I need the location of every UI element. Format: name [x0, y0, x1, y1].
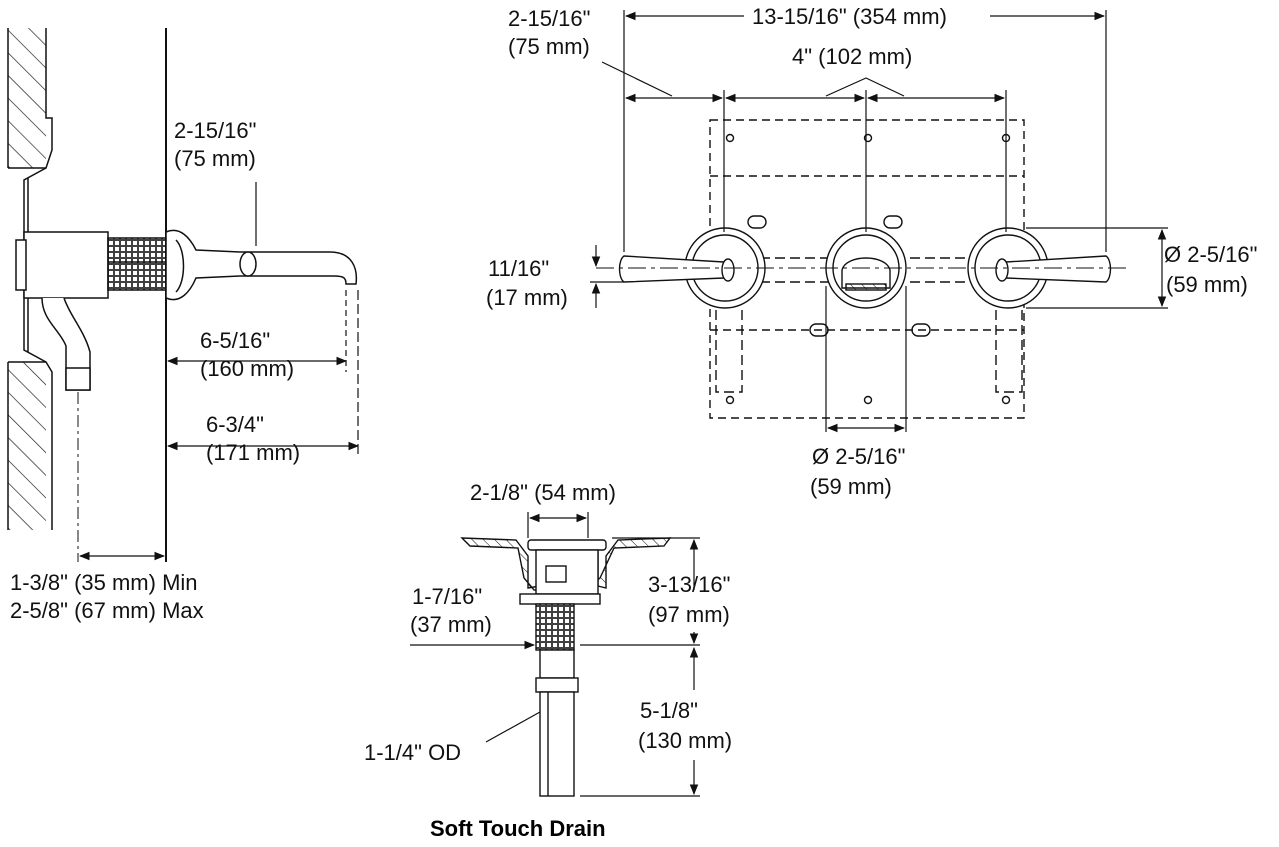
escutcheon-diameter-right-line1: Ø 2-5/16" — [1164, 242, 1258, 267]
drain-body — [535, 549, 599, 595]
drain-flange-width-dim: 2-1/8" (54 mm) — [470, 480, 616, 505]
escutcheon-diameter-bottom-line2: (59 mm) — [810, 474, 892, 499]
drain-body-width-line1: 1-7/16" — [412, 584, 483, 609]
overall-width-dim: 13-15/16" (354 mm) — [752, 4, 947, 29]
side-spout-offset-dim-line1: 2-15/16" — [174, 118, 257, 143]
drain-upper-height-line2: (97 mm) — [648, 602, 730, 627]
wall-section-upper — [7, 28, 53, 169]
side-spout-offset-dim-line2: (75 mm) — [174, 146, 256, 171]
spout-reach-long-line1: 6-3/4" — [206, 412, 264, 437]
handle-spacing-dim: 4" (102 mm) — [792, 44, 913, 69]
wall-thickness-min: 1-3/8" (35 mm) Min — [10, 570, 198, 595]
drain-body-width-line2: (37 mm) — [410, 612, 492, 637]
side-view — [7, 28, 358, 562]
wall-section-lower — [7, 361, 53, 530]
drain-dimension-lines — [410, 512, 700, 797]
drain-upper-height-line1: 3-13/16" — [648, 572, 731, 597]
drain-tailpiece-od: 1-1/4" OD — [364, 740, 462, 765]
escutcheon-diameter-bottom-line1: Ø 2-5/16" — [812, 444, 906, 469]
spout-reach-long-line2: (171 mm) — [206, 440, 301, 465]
drain-thread — [535, 603, 575, 651]
spout — [165, 229, 358, 301]
side-view-dimension-lines — [78, 182, 360, 561]
drain-caption: Soft Touch Drain — [430, 816, 606, 841]
valve-body — [23, 231, 109, 299]
front-view-dimension-lines — [590, 10, 1168, 433]
valve-cartridge — [107, 237, 167, 291]
drain-tailpiece-length-line1: 5-1/8" — [640, 698, 698, 723]
escutcheon-diameter-right-line2: (59 mm) — [1166, 272, 1248, 297]
handle-thickness-line2: (17 mm) — [486, 285, 568, 310]
drain-nut — [519, 593, 601, 605]
wall-thickness-max: 2-5/8" (67 mm) Max — [10, 598, 204, 623]
front-view — [618, 119, 1112, 419]
handle-thickness-line1: 11/16" — [488, 256, 550, 281]
drain-tailpiece-length-line2: (130 mm) — [638, 728, 733, 753]
front-spout-offset-dim-line2: (75 mm) — [508, 34, 590, 59]
spout-reach-short-line1: 6-5/16" — [200, 328, 271, 353]
spout-reach-short-line2: (160 mm) — [200, 356, 295, 381]
drain-view — [460, 537, 672, 797]
front-spout-offset-dim-line1: 2-15/16" — [508, 6, 591, 31]
drain-tailpiece — [539, 691, 575, 797]
